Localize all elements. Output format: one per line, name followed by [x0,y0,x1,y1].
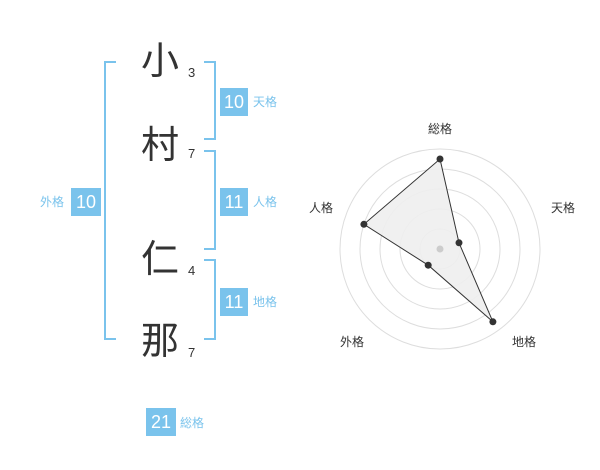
tenkaku-bracket [204,61,216,140]
radar-center [436,245,444,253]
jinkaku-label: 人格 [253,195,278,209]
radar-point-1 [436,155,444,163]
jinkaku-badge: 11 [220,188,248,216]
soukaku-badge: 21 [146,408,176,436]
radar-point-2 [455,239,463,247]
radar-point-4 [424,261,432,269]
chikaku-bracket [204,259,216,340]
radar-point-3 [489,318,497,326]
radar-point-5 [360,220,368,228]
radar-label-gaikaku: 外格 [340,335,365,349]
radar-label-tenkaku: 天格 [551,201,576,215]
jinkaku-bracket [204,150,216,250]
name-char-1: 小 [140,39,179,83]
gaikaku-badge: 10 [71,188,101,216]
stroke-count-4: 7 [188,345,196,360]
gaikaku-label: 外格 [40,195,65,209]
stroke-count-3: 4 [188,263,196,278]
chikaku-badge: 11 [220,288,248,316]
radar-label-jinkaku: 人格 [309,201,334,215]
soukaku-label: 総格 [180,416,205,430]
name-char-2: 村 [140,123,179,167]
name-char-4: 那 [140,319,179,363]
radar-polygon [363,158,494,323]
stroke-count-1: 3 [188,65,196,80]
radar-ring [339,148,541,350]
chikaku-label: 地格 [253,295,278,309]
radar-label-chikaku: 地格 [512,335,537,349]
stroke-count-2: 7 [188,146,196,161]
tenkaku-label: 天格 [253,95,278,109]
radar-label-soukaku: 総格 [428,122,453,136]
name-char-3: 仁 [140,237,179,281]
tenkaku-badge: 10 [220,88,248,116]
gaikaku-bracket [104,61,116,340]
